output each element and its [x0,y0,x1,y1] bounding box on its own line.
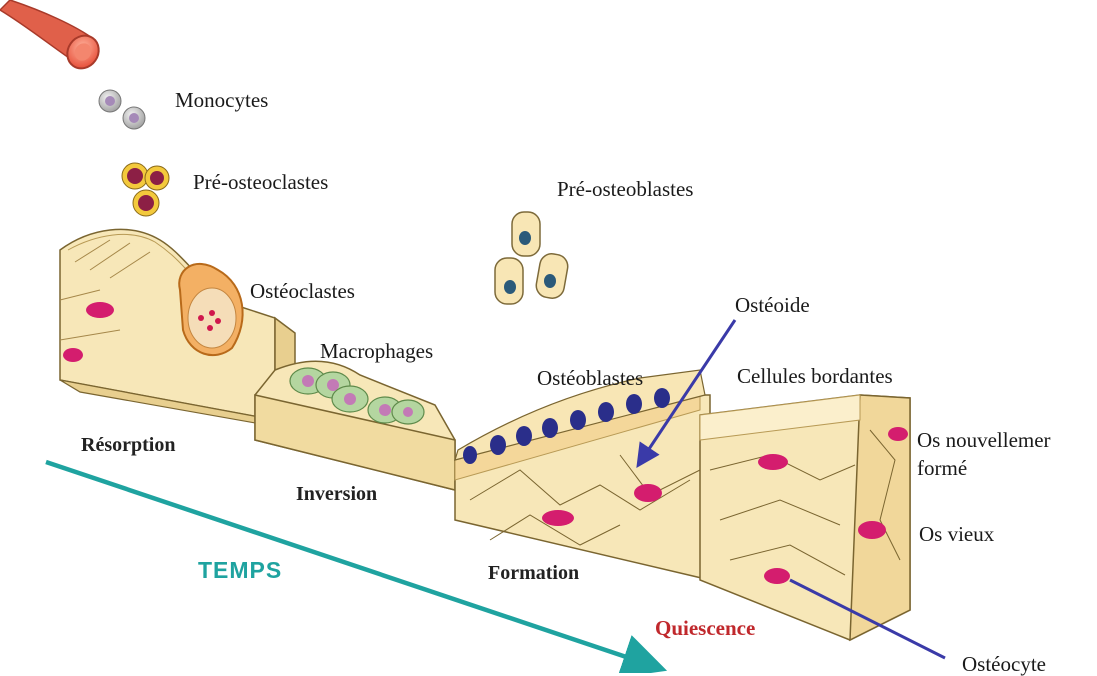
label-lining-cells: Cellules bordantes [737,364,893,388]
formation-bone-block [455,370,710,580]
quiescence-bone-block [700,395,910,640]
inversion-bone-block [255,361,455,490]
stage-formation: Formation [488,562,579,585]
label-osteocyte: Ostéocyte [962,652,1046,676]
pre-osteoclast-cells [122,163,169,216]
label-osteoclasts: Ostéoclastes [250,279,355,303]
time-axis-label: TEMPS [198,557,282,583]
stage-quiescence: Quiescence [655,616,755,640]
label-new-bone-line1: Os nouvellemer [917,428,1051,452]
label-pre-osteoblasts: Pré-osteoblastes [557,177,693,201]
label-pre-osteoclasts: Pré-osteoclastes [193,170,328,194]
blood-vessel [0,0,105,75]
label-osteoblasts: Ostéoblastes [537,366,643,390]
stage-inversion: Inversion [296,483,377,506]
label-osteoide: Ostéoide [735,293,810,317]
monocyte-cells [99,90,145,129]
stage-resorption: Résorption [81,434,175,457]
label-monocytes: Monocytes [175,88,268,112]
label-new-bone-line2: formé [917,456,967,480]
label-old-bone: Os vieux [919,522,994,546]
label-macrophages: Macrophages [320,339,433,363]
pre-osteoblast-cells [495,212,570,304]
